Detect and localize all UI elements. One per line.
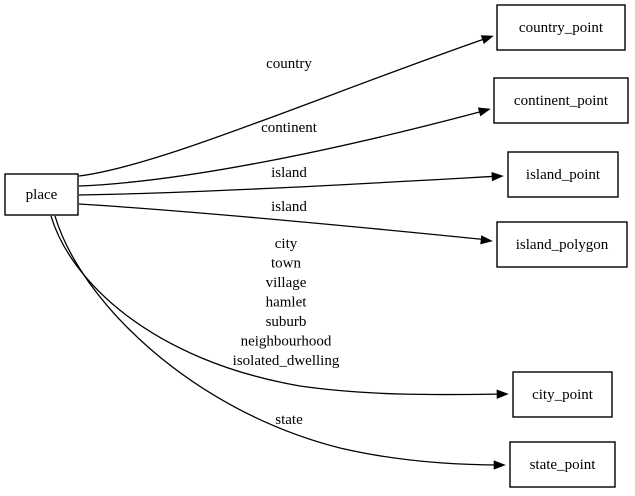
node-place-box[interactable] [4, 173, 79, 216]
edge-place-island_polygon-path [78, 203, 490, 241]
node-city_point-box[interactable] [512, 371, 613, 418]
edge-labels-layer: country continent island island city town vill… [233, 56, 340, 428]
edge-place-state_point-label: state [275, 412, 303, 428]
node-state_point-box[interactable] [509, 441, 616, 488]
node-city_point[interactable]: city_point [512, 371, 613, 418]
node-island_polygon-box[interactable] [496, 221, 628, 268]
node-continent_point-box[interactable] [493, 77, 629, 124]
edge-place-city_point-label-line: hamlet [266, 295, 308, 311]
edge-place-city_point-label-line: town [271, 256, 302, 272]
edge-place-city_point-label-line: city [275, 236, 298, 252]
node-continent_point[interactable]: continent_point [493, 77, 629, 124]
edge-place-country_point-arrowhead-icon [480, 35, 494, 45]
edge-place-state_point-label-line: state [275, 412, 303, 428]
node-place-label: place [26, 187, 58, 203]
edge-place-continent_point-path [78, 109, 488, 187]
edge-place-city_point-arrowhead-icon [496, 389, 509, 399]
node-country_point[interactable]: country_point [496, 4, 626, 51]
node-island_polygon[interactable]: island_polygon [496, 221, 628, 268]
edge-place-island_point-arrowhead-icon [491, 171, 504, 182]
edge-place-country_point-path [78, 36, 491, 177]
edge-place-city_point-label-line: village [266, 275, 307, 291]
edge-place-city_point-label: city town village hamlet suburb neighbourhood… [233, 236, 340, 369]
edge-place-island_polygon [78, 203, 493, 245]
node-country_point-label: country_point [519, 20, 604, 36]
edge-place-island_polygon-arrowhead-icon [480, 235, 493, 245]
edges-layer [50, 35, 509, 470]
edge-place-island_point-label: island [271, 165, 307, 181]
node-place[interactable]: place [4, 173, 79, 216]
node-island_point[interactable]: island_point [507, 151, 619, 198]
nodes-layer: place country_point continent_point island_… [4, 4, 629, 488]
edge-place-continent_point-label: continent [261, 120, 318, 136]
edge-place-country_point-label-line: country [266, 56, 312, 72]
edge-place-continent_point-label-line: continent [261, 120, 318, 136]
edge-place-country_point-label: country [266, 56, 312, 72]
edge-place-island_point [78, 171, 504, 196]
edge-place-city_point-label-line: neighbourhood [241, 334, 332, 350]
node-state_point-label: state_point [530, 457, 597, 473]
edge-place-continent_point [78, 107, 491, 187]
edge-place-island_point-path [78, 175, 501, 196]
edge-place-island_point-label-line: island [271, 165, 307, 181]
edge-place-island_polygon-label-line: island [271, 199, 307, 215]
node-island_point-label: island_point [526, 167, 601, 183]
edge-place-state_point-arrowhead-icon [493, 460, 506, 470]
edge-place-city_point-label-line: isolated_dwelling [233, 353, 340, 369]
node-island_point-box[interactable] [507, 151, 619, 198]
edge-place-continent_point-arrowhead-icon [477, 107, 491, 117]
node-country_point-box[interactable] [496, 4, 626, 51]
node-island_polygon-label: island_polygon [516, 237, 609, 253]
edge-place-state_point [54, 215, 506, 470]
edge-place-city_point-label-line: suburb [266, 314, 307, 330]
edge-place-island_polygon-label: island [271, 199, 307, 215]
node-state_point[interactable]: state_point [509, 441, 616, 488]
node-city_point-label: city_point [532, 387, 594, 403]
node-continent_point-label: continent_point [514, 93, 609, 109]
edge-place-country_point [78, 35, 494, 177]
edge-place-state_point-path [54, 215, 503, 466]
